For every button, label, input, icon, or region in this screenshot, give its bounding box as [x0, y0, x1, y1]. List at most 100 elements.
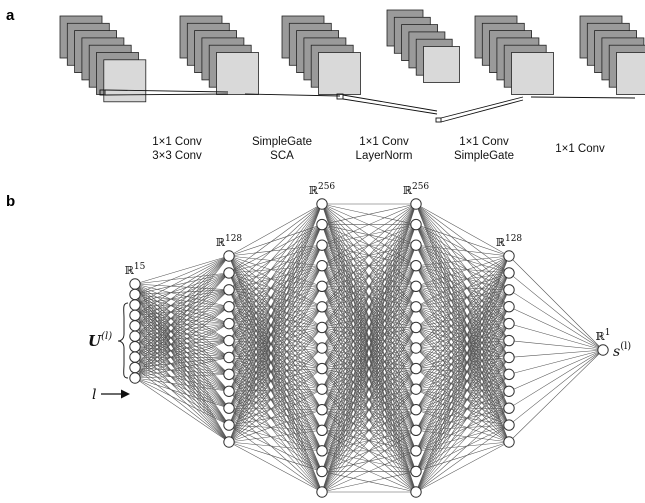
input-u-sup: (l) — [101, 331, 112, 342]
edge — [415, 265, 510, 291]
feature-link — [530, 96, 636, 99]
neuron — [129, 361, 141, 374]
neuron — [410, 486, 422, 498]
neuron — [316, 445, 328, 457]
edge — [134, 340, 230, 379]
edge — [134, 374, 230, 379]
neuron — [410, 424, 422, 436]
edge — [134, 272, 230, 306]
neuron — [129, 299, 141, 311]
edge — [415, 374, 510, 493]
layer-1 — [129, 278, 141, 384]
edge — [228, 245, 323, 426]
neuron — [129, 372, 141, 384]
edge — [134, 272, 230, 327]
edge — [321, 388, 417, 493]
edge — [134, 255, 230, 295]
edge — [415, 244, 510, 307]
edge — [415, 255, 510, 493]
edge — [415, 224, 510, 324]
edge — [134, 377, 230, 409]
edge — [508, 349, 604, 375]
output-s-symbol: s — [613, 344, 620, 360]
neuron — [316, 301, 328, 313]
edge — [228, 203, 323, 358]
edge — [321, 203, 417, 472]
output-s-sup: (l) — [620, 341, 631, 352]
block5-label-1: 1×1 Conv — [555, 143, 605, 155]
feature-map-front — [318, 52, 361, 95]
edge — [508, 255, 604, 351]
edge — [321, 203, 417, 287]
neuron — [410, 280, 422, 292]
neuron — [129, 288, 141, 301]
edge — [228, 203, 323, 341]
edge — [415, 203, 510, 341]
edge — [415, 289, 510, 431]
panel-b-letter: b — [6, 193, 15, 210]
neuron — [223, 301, 235, 313]
neuron — [129, 320, 141, 332]
edge — [415, 306, 510, 472]
edge — [228, 203, 323, 443]
edge — [228, 357, 323, 472]
edge — [228, 441, 323, 472]
feature-map-front — [616, 52, 645, 95]
neuron — [410, 362, 422, 375]
output-s-label: s(l) — [613, 341, 631, 360]
edge — [228, 224, 323, 409]
kernel-link — [440, 96, 524, 119]
edge — [508, 323, 604, 351]
neuron — [410, 404, 422, 416]
edge — [415, 272, 510, 472]
edge — [228, 391, 323, 472]
edge — [415, 255, 510, 266]
edge — [508, 349, 604, 443]
edge — [321, 306, 417, 493]
edge — [228, 430, 323, 443]
neuron — [503, 284, 515, 296]
edge — [415, 306, 510, 324]
edge — [134, 272, 230, 337]
edge — [228, 203, 323, 375]
edge — [228, 244, 323, 392]
edge — [321, 409, 417, 493]
dim-base: ℝ — [403, 184, 413, 197]
edge — [508, 340, 604, 351]
edge — [415, 203, 510, 307]
edge — [228, 374, 323, 431]
neuron — [597, 344, 609, 356]
edge — [415, 203, 510, 291]
edge — [321, 368, 417, 493]
edge — [321, 203, 417, 349]
neuron — [223, 284, 235, 296]
edge — [228, 203, 323, 307]
edge — [321, 203, 417, 225]
edge — [228, 286, 323, 443]
neuron — [223, 317, 235, 330]
kernel-link — [342, 94, 438, 112]
dim-exponent: 256 — [318, 182, 335, 192]
edge — [415, 286, 510, 307]
edge — [228, 407, 323, 472]
edge — [415, 441, 510, 493]
edge — [134, 255, 230, 326]
edge — [228, 203, 323, 324]
edge — [228, 306, 323, 443]
edge — [228, 224, 323, 392]
edge — [415, 244, 510, 257]
edge — [508, 289, 604, 351]
edge — [134, 255, 230, 306]
edge — [228, 327, 323, 443]
edge — [134, 255, 230, 358]
edge — [415, 255, 510, 349]
edge — [228, 391, 323, 452]
edge — [321, 471, 417, 493]
neuron — [223, 385, 235, 397]
neuron — [223, 250, 235, 262]
edge — [228, 203, 323, 257]
neuron — [503, 368, 515, 381]
edge — [228, 244, 323, 375]
edge — [415, 224, 510, 257]
edge — [415, 327, 510, 341]
